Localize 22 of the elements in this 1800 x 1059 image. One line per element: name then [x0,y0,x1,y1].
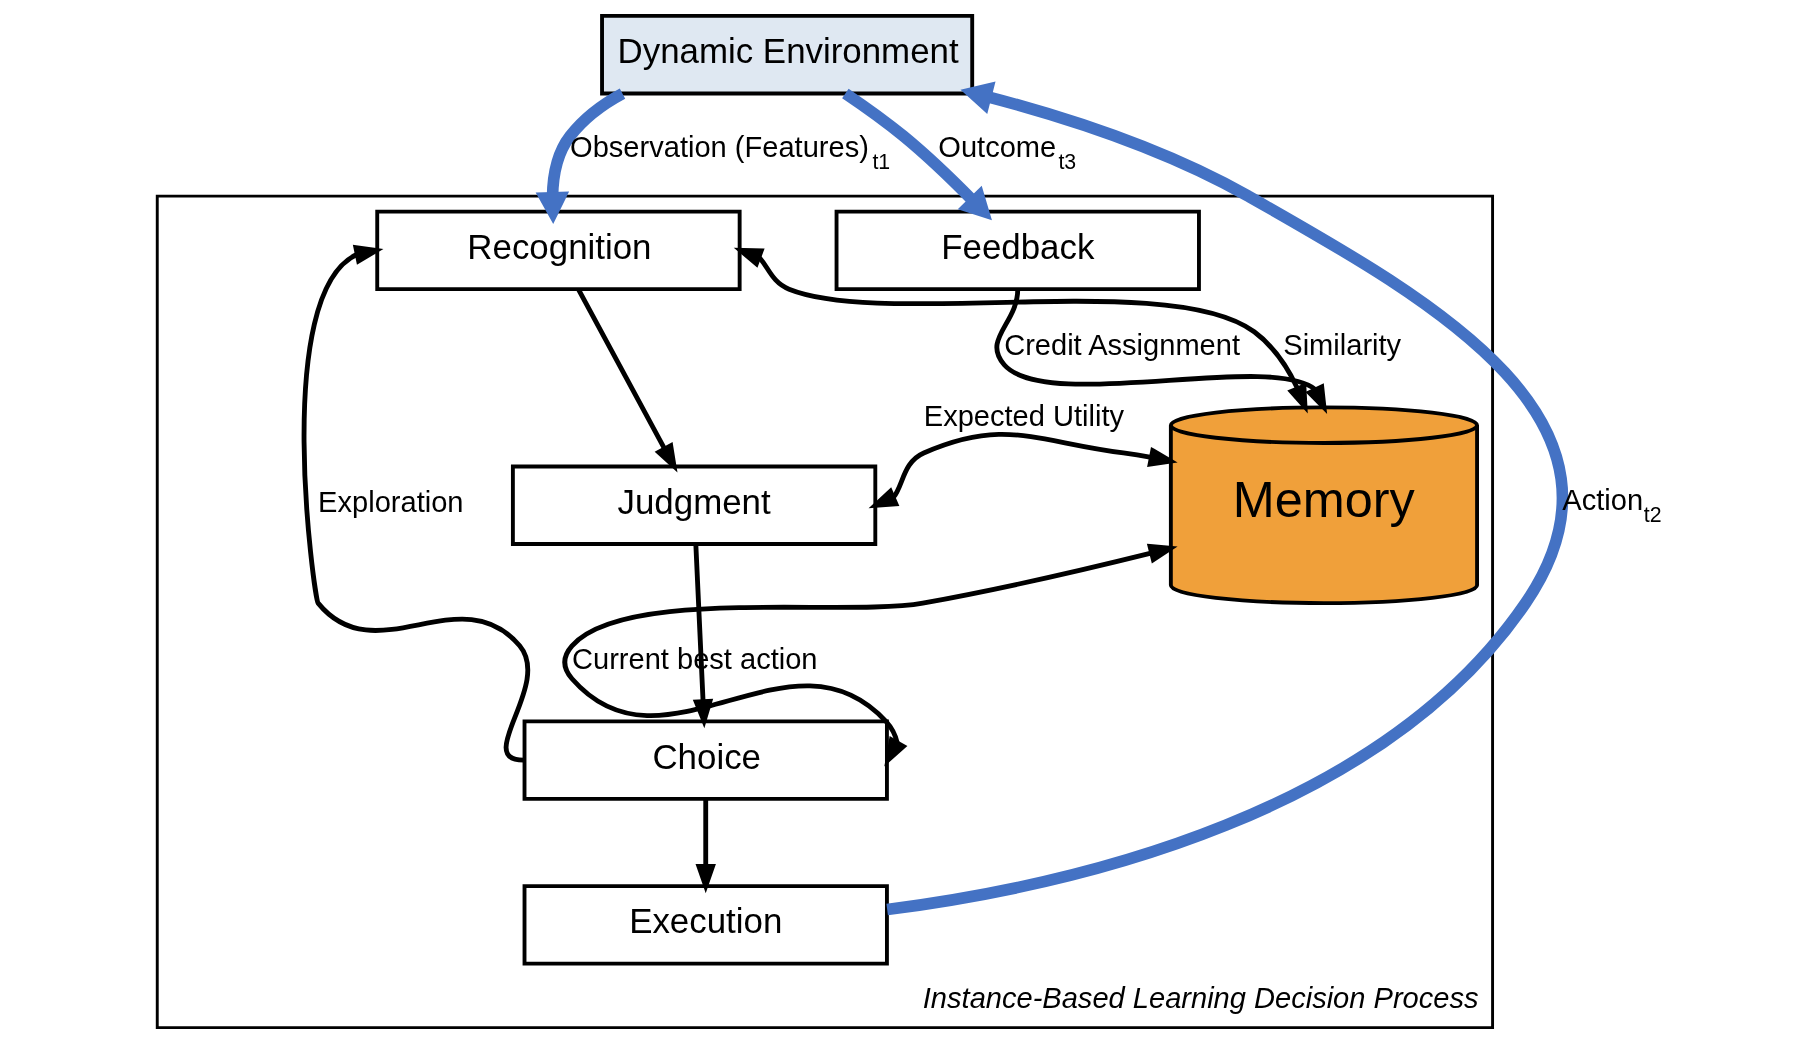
edge-label: Similarity [1282,329,1401,362]
edge-label: Credit Assignment [1003,329,1240,362]
arrow [868,431,1178,509]
arrow [535,88,625,224]
arrow [562,543,1178,767]
arrow [301,244,530,763]
arrow [575,288,677,473]
node-box: Judgment [510,464,877,546]
node-box: Dynamic Environment [599,14,974,96]
edge-label: Outcome$_{t3}$ [937,131,1076,175]
node-box: Recognition [374,209,742,292]
edge-label: Observation (Features)$_{t1}$ [569,131,890,175]
arrow [841,88,992,221]
arrow [733,247,1308,414]
node-box: Feedback [834,209,1201,292]
arrow [885,81,1567,916]
node-box: Execution [522,884,889,966]
edge-label: Exploration [317,486,464,519]
edge-label: Expected Utility [923,399,1124,432]
arrow [994,288,1327,415]
arrow [695,799,716,894]
node-box: Choice [522,719,889,801]
